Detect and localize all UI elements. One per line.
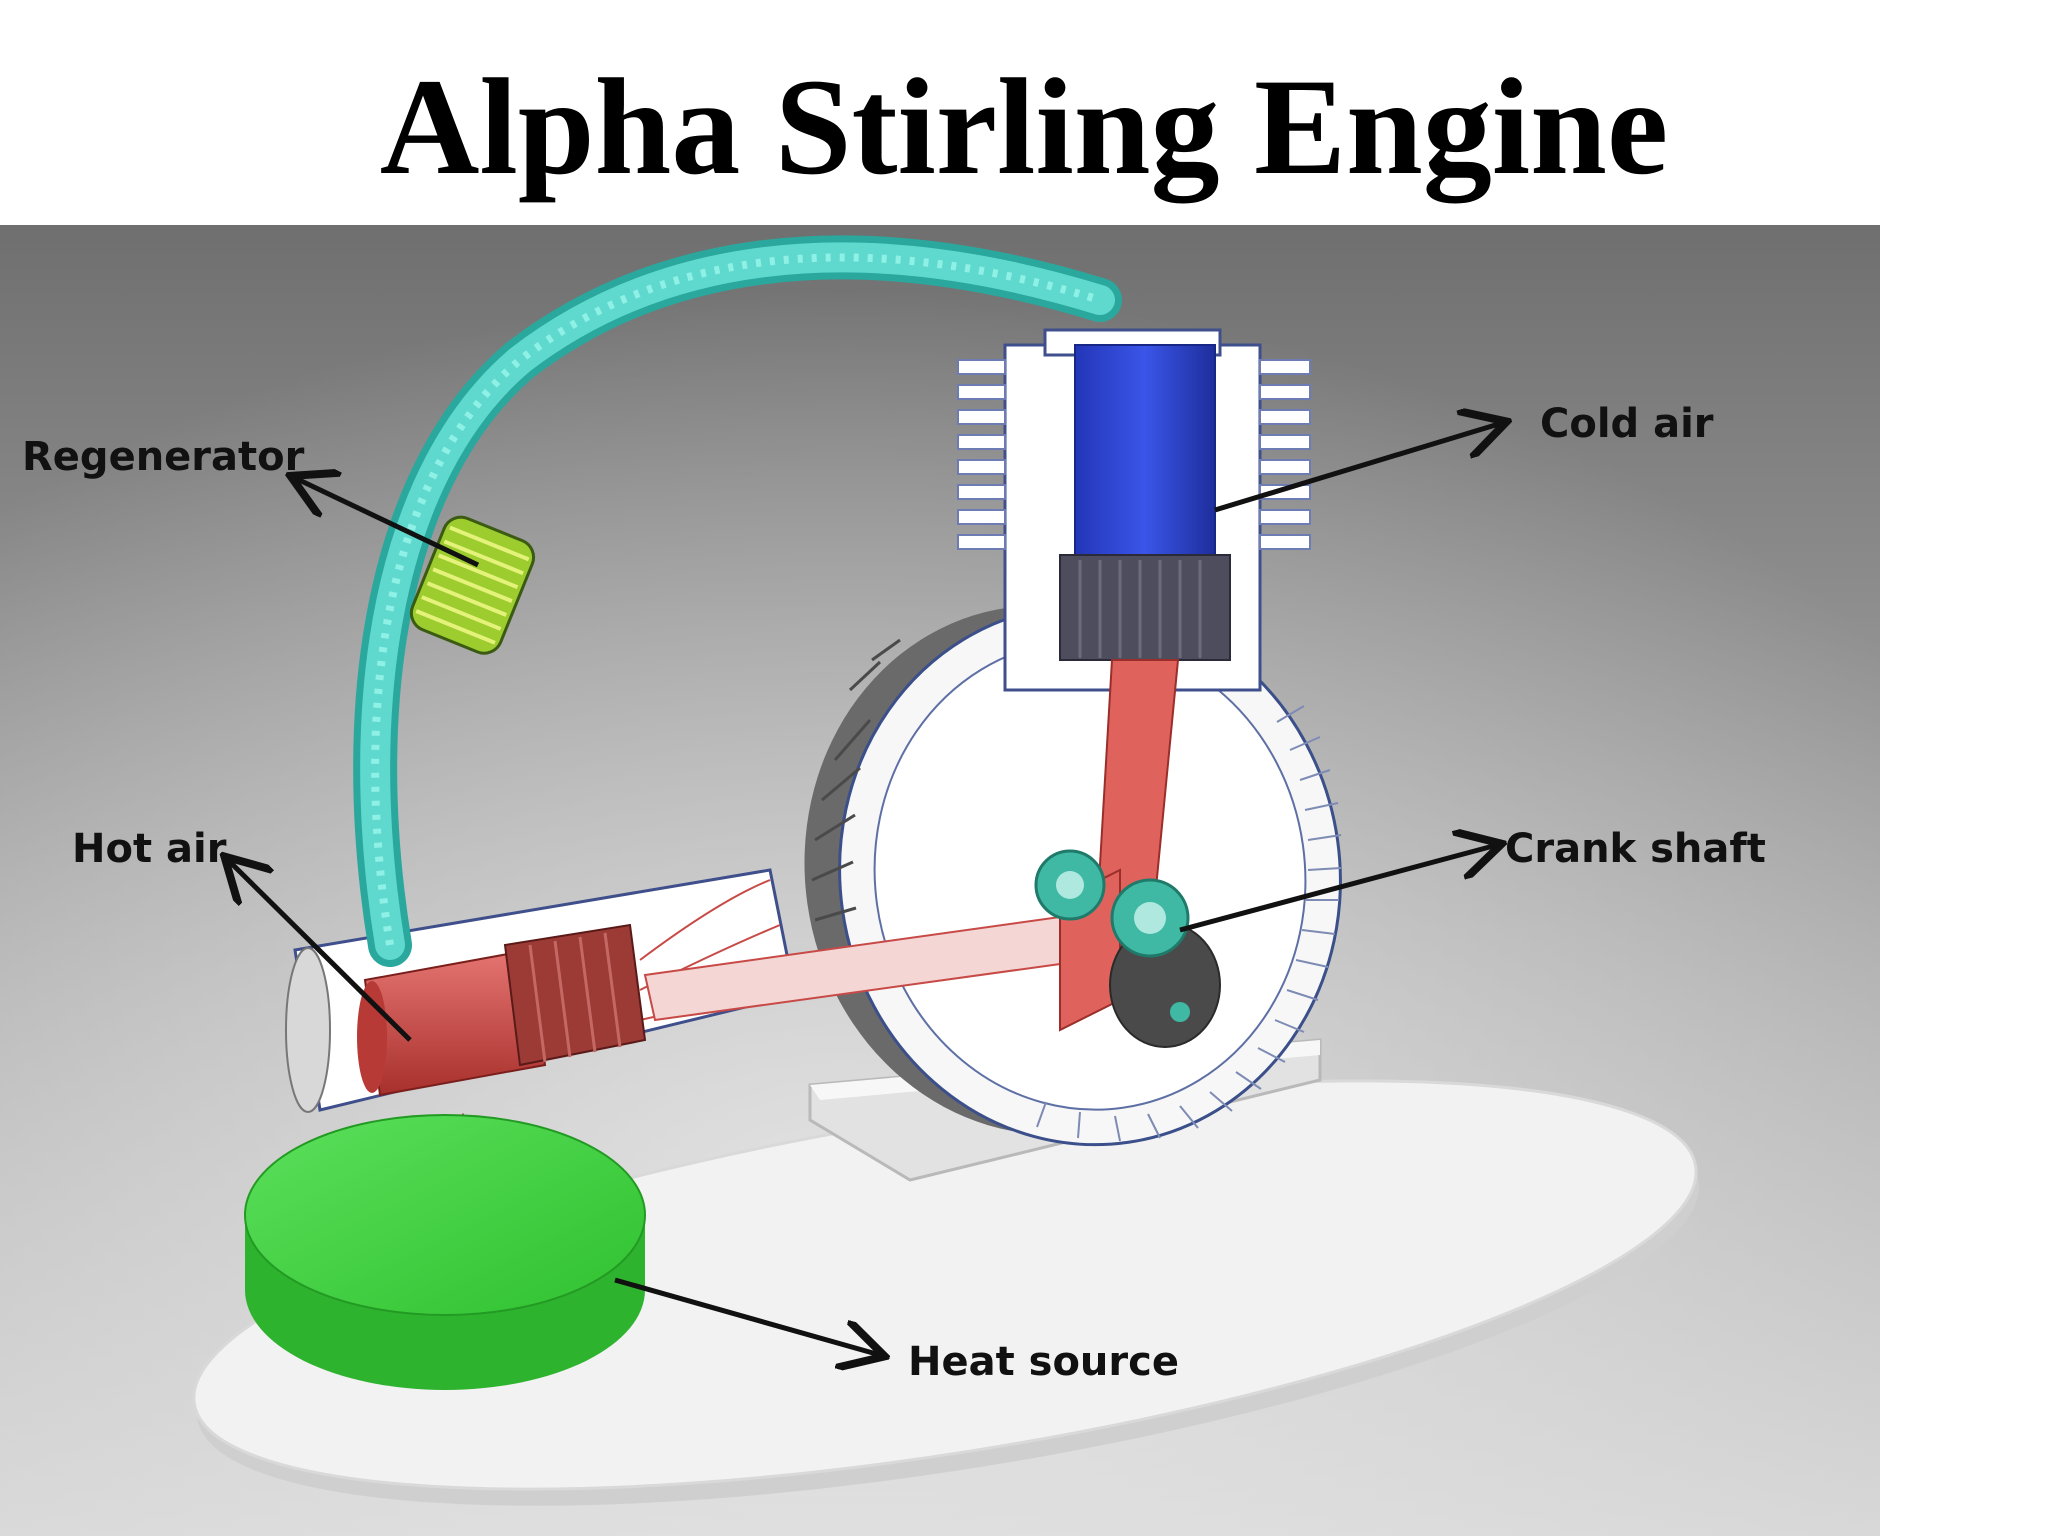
cold-piston (1059, 344, 1231, 661)
callout-arrows (228, 423, 1502, 1355)
label-cold-air: Cold air (1540, 401, 1714, 447)
label-crank-shaft: Crank shaft (1505, 826, 1766, 872)
arrow-regenerator (295, 478, 480, 568)
arrow-crank-shaft (1179, 845, 1497, 933)
transfer-hose (353, 235, 1122, 967)
regenerator-coil (409, 515, 536, 655)
heat-source (244, 1114, 646, 1390)
arrow-cold-air (1214, 423, 1502, 513)
arrow-heat-source (614, 1277, 880, 1355)
label-heat-source: Heat source (908, 1339, 1179, 1385)
label-regenerator: Regenerator (22, 434, 305, 480)
arrow-hot-air (228, 860, 412, 1042)
hot-piston (357, 923, 647, 1097)
page-title: Alpha Stirling Engine (379, 50, 1669, 203)
crank-mechanism (1034, 849, 1221, 1048)
label-hot-air: Hot air (72, 826, 227, 872)
